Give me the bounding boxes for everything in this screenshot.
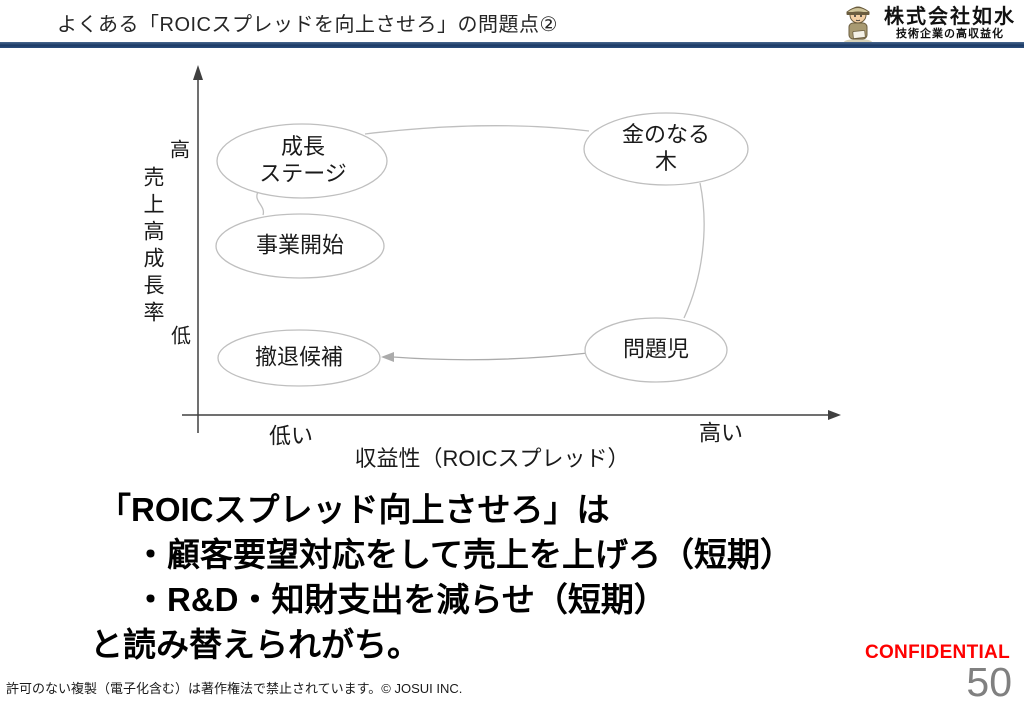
connector-cashcow-to-problemchild: [683, 182, 705, 319]
x-axis-low-label: 低い: [268, 423, 314, 449]
matrix-diagram: [182, 65, 841, 433]
x-axis-title: 収益性（ROICスプレッド）: [354, 446, 630, 471]
node-business-start: 事業開始: [255, 232, 345, 258]
message-line-2: ・顧客要望対応をして売上を上げろ（短期）: [134, 536, 794, 573]
ellipse-withdrawal-candidate: [217, 329, 381, 387]
logo-company-name: 株式会社如水: [884, 5, 1016, 28]
x-axis-high-label: 高い: [698, 420, 744, 446]
x-axis-arrowhead-icon: [828, 410, 841, 420]
message-line-4: と読み替えられがち。: [90, 626, 420, 663]
connector-growth-to-businessstart: [256, 191, 265, 216]
message-line-3: ・R&D・知財支出を減らせ（短期）: [134, 581, 667, 618]
header-divider-bar: [0, 42, 1024, 48]
message-line-1: 「ROICスプレッド向上させろ」は: [98, 491, 610, 528]
node-cash-cow: 金のなる 木: [621, 122, 711, 174]
key-message: 「ROICスプレッド向上させろ」は ・顧客要望対応をして売上を上げろ（短期） ・…: [90, 487, 793, 667]
node-growth-stage: 成長 ステージ: [259, 134, 347, 186]
page-title: よくある「ROICスプレッドを向上させろ」の問題点②: [57, 14, 558, 36]
copyright-notice: 許可のない複製（電子化含む）は著作権法で禁止されています。© JOSUI INC…: [6, 681, 463, 696]
ellipse-problem-child: [584, 317, 728, 383]
y-axis-low-label: 低: [171, 325, 191, 348]
logo-text: 株式会社如水 技術企業の高収益化: [884, 6, 1016, 41]
connector-problemchild-to-withdrawal: [392, 352, 589, 361]
mascot-icon: [844, 6, 872, 45]
withdrawal-arrowhead-icon: [381, 352, 394, 362]
y-axis-arrowhead-icon: [193, 65, 203, 80]
logo-tagline: 技術企業の高収益化: [896, 27, 1004, 40]
node-problem-child: 問題児: [622, 336, 690, 362]
y-axis-title: 売上高成長率: [141, 166, 164, 328]
ellipse-business-start: [215, 213, 385, 279]
connector-growth-to-cashcow: [364, 125, 590, 135]
page-number: 50: [966, 659, 1012, 705]
confidential-label: CONFIDENTIAL: [864, 642, 1010, 663]
ellipse-cash-cow: [583, 112, 749, 186]
ellipse-growth-stage: [216, 123, 388, 199]
y-axis-high-label: 高: [170, 139, 190, 162]
node-withdrawal-candidate: 撤退候補: [254, 344, 344, 370]
company-logo: 株式会社如水 技術企業の高収益化: [837, 1, 1016, 45]
